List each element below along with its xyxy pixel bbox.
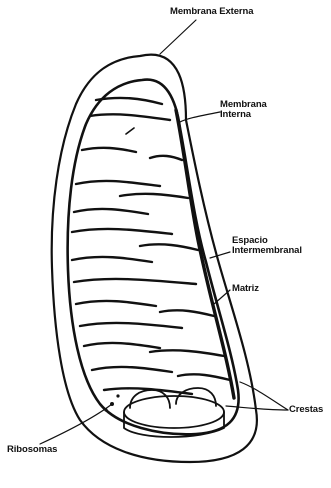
intermembrane-space-label: Espacio Intermembranal	[232, 236, 302, 256]
cristae-group	[72, 98, 230, 394]
ribosome	[116, 394, 119, 397]
ribosome	[104, 408, 107, 411]
crista	[74, 279, 196, 284]
leader-ribosomes	[40, 404, 112, 444]
cristae-label: Crestas	[289, 405, 323, 415]
crista	[178, 374, 230, 380]
crista	[80, 323, 182, 328]
outer-membrane-label: Membrana Externa	[170, 7, 253, 17]
leader-cristae-1	[240, 382, 288, 410]
crista	[150, 156, 182, 160]
crista	[120, 194, 188, 198]
crista	[150, 350, 224, 356]
crista	[96, 98, 162, 104]
crista	[76, 301, 156, 306]
crista	[140, 244, 198, 250]
intermembrane-space-text-2: Intermembranal	[232, 246, 302, 256]
crista	[72, 229, 172, 234]
cristae-text: Crestas	[289, 405, 323, 415]
inner-membrane-label: Membrana Interna	[220, 100, 267, 120]
inner-membrane-text-2: Interna	[220, 110, 267, 120]
crista	[104, 388, 192, 394]
crista	[90, 114, 170, 120]
crista	[74, 209, 148, 214]
ribosomes-text: Ribosomas	[7, 445, 57, 455]
leader-intermembrane-space	[210, 252, 230, 258]
cutaway-base	[124, 388, 224, 437]
matrix-text: Matriz	[232, 284, 259, 294]
leader-outer-membrane	[160, 20, 196, 54]
ribosomes-group	[104, 394, 119, 411]
crista	[72, 257, 152, 262]
outer-membrane-text: Membrana Externa	[170, 7, 253, 17]
base-shelf	[130, 390, 170, 408]
crista	[160, 310, 214, 316]
base-ellipse	[124, 396, 224, 428]
crista	[82, 148, 136, 152]
matrix-label: Matriz	[232, 284, 259, 294]
crista	[92, 367, 172, 372]
matrix-granule	[126, 128, 134, 134]
crista	[76, 181, 160, 186]
crista	[84, 343, 160, 348]
ribosome	[110, 402, 114, 406]
ribosomes-label: Ribosomas	[7, 445, 57, 455]
